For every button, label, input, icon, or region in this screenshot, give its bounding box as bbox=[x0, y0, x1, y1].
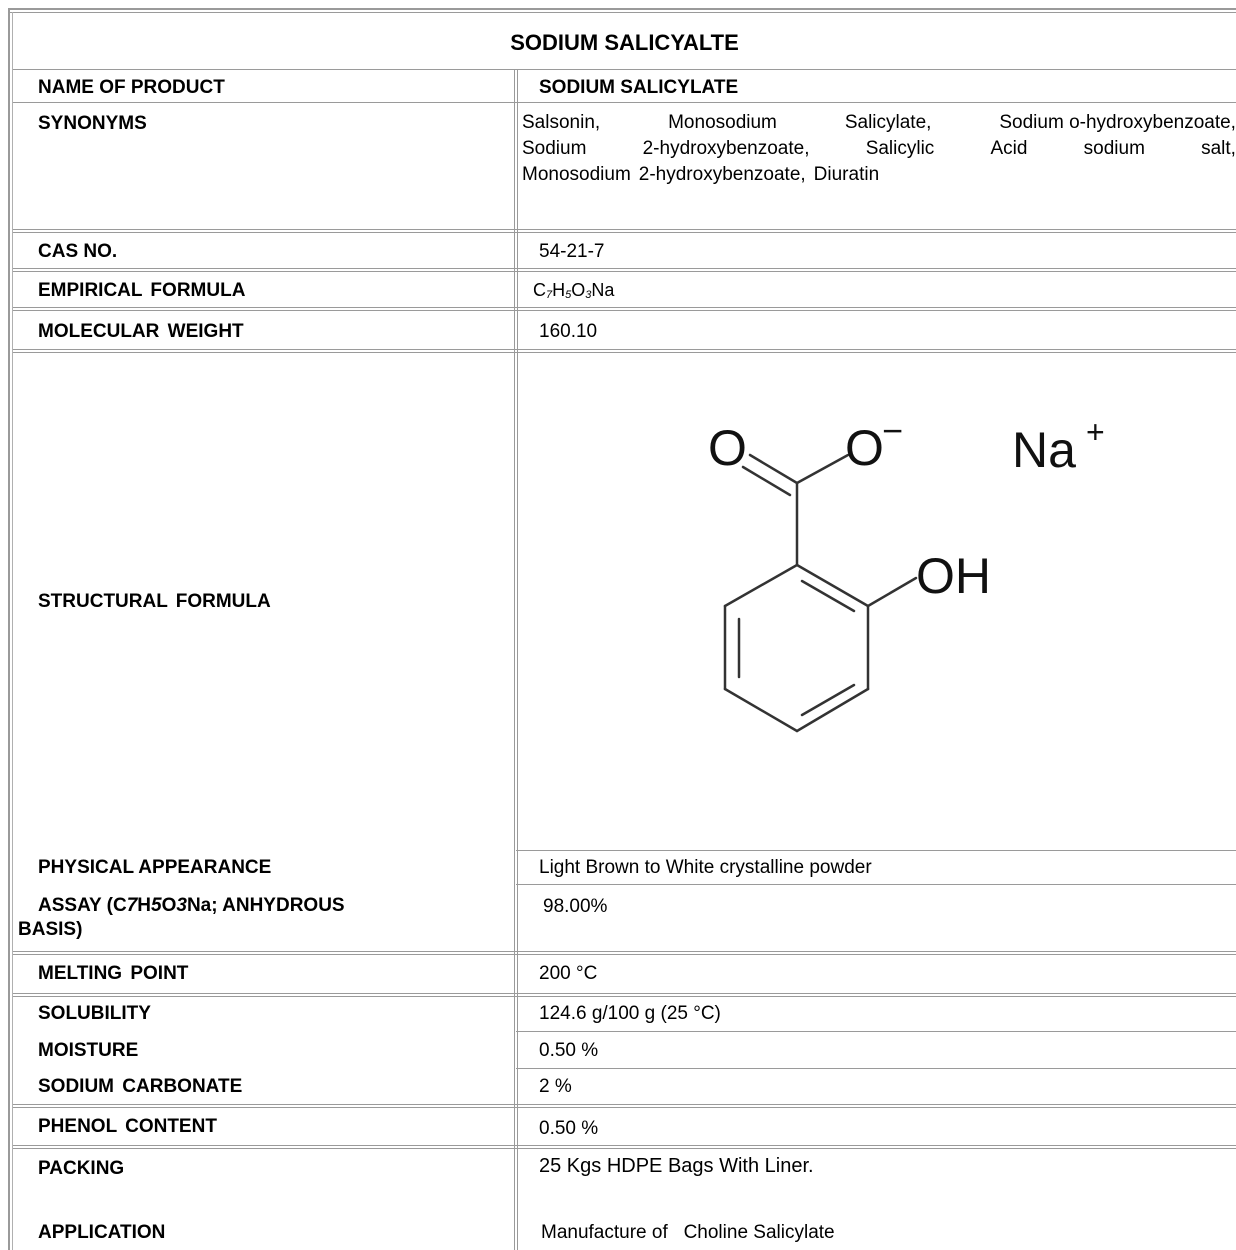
value-name-of-product: SODIUM SALICYLATE bbox=[539, 77, 739, 98]
document-title: SODIUM SALICYALTE bbox=[510, 30, 739, 55]
label-structural-formula: STRUCTURAL FORMULA bbox=[38, 591, 271, 612]
row-divider bbox=[13, 232, 1236, 233]
atom-label-oh: OH bbox=[916, 548, 991, 604]
synonym-word: Salicylic bbox=[865, 138, 935, 159]
synonym-word: Acid bbox=[990, 138, 1028, 159]
structural-formula-image: O O − Na + OH bbox=[708, 410, 1105, 733]
row-divider bbox=[13, 1104, 1236, 1105]
frame-left-border bbox=[8, 8, 10, 1250]
atom-label-o: O bbox=[708, 420, 747, 476]
synonym-word: 2-hydroxybenzoate, bbox=[638, 164, 806, 185]
value-application: Manufacture of Choline Salicylate bbox=[541, 1222, 835, 1243]
label-cas-no: CAS NO. bbox=[38, 241, 118, 262]
value-physical-appearance: Light Brown to White crystalline powder bbox=[539, 857, 872, 878]
row-divider bbox=[516, 1068, 1236, 1069]
label-moisture: MOISTURE bbox=[38, 1040, 139, 1061]
row-divider bbox=[13, 268, 1236, 269]
label-empirical-formula: EMPIRICAL FORMULA bbox=[38, 280, 246, 301]
atom-label-na: Na bbox=[1012, 422, 1076, 478]
value-empirical-formula: C7H5O3Na bbox=[533, 280, 615, 301]
label-molecular-weight: MOLECULAR WEIGHT bbox=[38, 321, 244, 342]
row-divider bbox=[13, 993, 1236, 994]
atom-label-o: O bbox=[845, 420, 884, 476]
row-divider bbox=[13, 1145, 1236, 1146]
synonyms-line-2: Sodium 2-hydroxybenzoate, Salicylic Acid… bbox=[522, 136, 1236, 162]
value-cas-no: 54-21-7 bbox=[539, 241, 605, 262]
frame-top-border bbox=[8, 8, 1236, 10]
label-sodium-carbonate: SODIUM CARBONATE bbox=[38, 1076, 243, 1097]
value-moisture: 0.50 % bbox=[539, 1040, 599, 1061]
label-phenol-content: PHENOL CONTENT bbox=[38, 1116, 217, 1137]
frame-left-border-inner bbox=[12, 12, 13, 1250]
synonym-word: sodium bbox=[1083, 138, 1145, 159]
row-divider bbox=[516, 1031, 1236, 1032]
value-synonyms: Salsonin, Monosodium Salicylate, Sodium … bbox=[522, 110, 1236, 188]
value-molecular-weight: 160.10 bbox=[539, 321, 598, 342]
synonym-word: Sodium o-hydroxybenzoate, bbox=[999, 112, 1236, 133]
row-divider bbox=[13, 349, 1236, 350]
synonym-word: Monosodium bbox=[522, 164, 631, 185]
value-sodium-carbonate: 2 % bbox=[539, 1076, 572, 1097]
row-divider bbox=[13, 352, 1236, 353]
synonym-word: Monosodium bbox=[668, 112, 777, 133]
synonyms-line-1: Salsonin, Monosodium Salicylate, Sodium … bbox=[522, 110, 1236, 136]
label-application: APPLICATION bbox=[38, 1222, 166, 1243]
row-divider bbox=[13, 229, 1236, 230]
row-divider bbox=[13, 951, 1236, 952]
value-assay: 98.00% bbox=[543, 896, 608, 917]
row-divider bbox=[13, 996, 1236, 997]
row-divider bbox=[13, 1148, 1236, 1149]
row-divider bbox=[13, 69, 1236, 70]
row-divider bbox=[516, 850, 1236, 851]
label-name-of-product: NAME OF PRODUCT bbox=[38, 77, 225, 98]
value-melting-point: 200 °C bbox=[539, 963, 598, 984]
label-synonyms: SYNONYMS bbox=[38, 113, 147, 134]
charge-label: + bbox=[1086, 414, 1105, 450]
row-divider bbox=[13, 954, 1236, 955]
frame-top-border-inner bbox=[8, 12, 1236, 13]
synonyms-line-3: Monosodium 2-hydroxybenzoate, Diuratin bbox=[522, 162, 1236, 188]
row-divider bbox=[13, 307, 1236, 308]
synonym-word: 2-hydroxybenzoate, bbox=[642, 138, 810, 159]
charge-label: − bbox=[882, 410, 903, 451]
label-solubility: SOLUBILITY bbox=[38, 1003, 151, 1024]
column-divider bbox=[517, 69, 518, 1250]
row-divider bbox=[13, 271, 1236, 272]
synonym-word: Salsonin, bbox=[522, 112, 601, 133]
row-divider bbox=[13, 310, 1236, 311]
value-packing: 25 Kgs HDPE Bags With Liner. bbox=[539, 1155, 814, 1177]
label-melting-point: MELTING POINT bbox=[38, 963, 189, 984]
label-assay: ASSAY (C7H5O3Na; ANHYDROUS BASIS) bbox=[18, 895, 345, 940]
value-phenol-content: 0.50 % bbox=[539, 1118, 599, 1139]
column-divider bbox=[514, 69, 515, 1250]
value-solubility: 124.6 g/100 g (25 °C) bbox=[539, 1003, 721, 1024]
synonym-word: Salicylate, bbox=[844, 112, 932, 133]
synonym-word: Sodium bbox=[522, 138, 587, 159]
row-divider bbox=[13, 1107, 1236, 1108]
label-physical-appearance: PHYSICAL APPEARANCE bbox=[38, 857, 272, 878]
row-divider bbox=[13, 102, 1236, 103]
label-packing: PACKING bbox=[38, 1158, 125, 1179]
row-divider bbox=[516, 884, 1236, 885]
synonym-word: Diuratin bbox=[813, 164, 880, 185]
synonym-word: salt, bbox=[1201, 138, 1236, 159]
